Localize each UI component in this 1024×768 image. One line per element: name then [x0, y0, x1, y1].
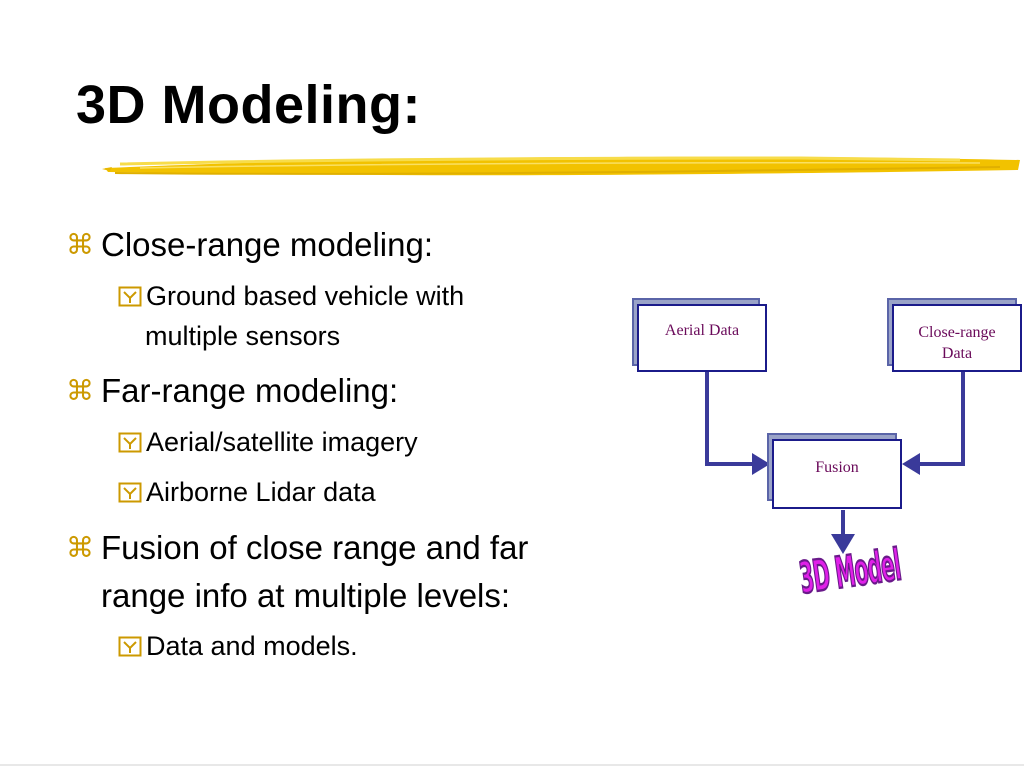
bullet-text: Far-range modeling:: [101, 372, 399, 409]
bullet-glyph: ⌘: [66, 374, 94, 407]
subbullet-text-line2: multiple sensors: [145, 321, 341, 351]
checkbox-y-icon: [118, 432, 142, 453]
close-range-label-line1: Close-range: [918, 324, 996, 341]
checkbox-y-icon: [118, 636, 142, 657]
aerial-data-label: Aerial Data: [664, 322, 740, 339]
slide-title: 3D Modeling:: [76, 75, 421, 135]
fusion-label: Fusion: [815, 459, 859, 476]
close-range-label-line2: Data: [941, 345, 973, 362]
bullet-text-line2: range info at multiple levels:: [101, 577, 511, 614]
aerial-data-box: Aerial Data: [637, 304, 767, 372]
bullet-glyph: ⌘: [66, 531, 94, 564]
title-underline-brush: [102, 156, 1020, 176]
fusion-box: Fusion: [772, 439, 902, 509]
checkbox-y-icon: [118, 286, 142, 307]
bullet-text: Close-range modeling:: [101, 226, 434, 263]
subbullet-text: Airborne Lidar data: [146, 477, 376, 507]
subbullet-text: Aerial/satellite imagery: [146, 427, 418, 457]
bullet-glyph: ⌘: [66, 228, 94, 261]
bottom-divider: [0, 764, 1024, 766]
close-range-data-box: Close-range Data: [892, 304, 1022, 372]
subbullet-text: Data and models.: [146, 631, 358, 661]
bullet-text-line1: Fusion of close range and far: [101, 529, 529, 566]
bullet-list: ⌘ Close-range modeling: Ground based veh…: [66, 226, 529, 661]
checkbox-y-icon: [118, 482, 142, 503]
subbullet-text-line1: Ground based vehicle with: [146, 281, 465, 311]
